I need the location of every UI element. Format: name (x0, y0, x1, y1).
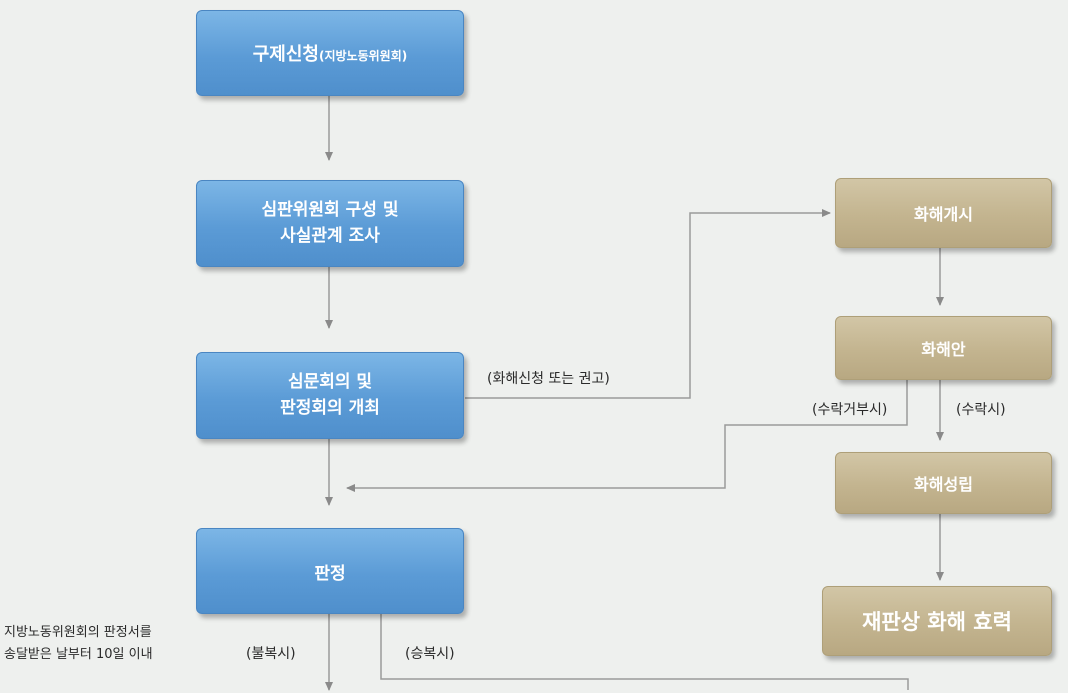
hearing-line1: 심문회의 및 (287, 372, 373, 392)
deadline-note-line2: 송달받은 날부터 10일 이내 (4, 647, 153, 663)
reject-label: (수락거부시) (812, 402, 888, 418)
settlement-start-text: 화해개시 (914, 205, 973, 224)
settlement-done-box: 화해성립 (835, 452, 1052, 514)
disagree-label: (불복시) (246, 646, 296, 662)
deadline-note-line1: 지방노동위원회의 판정서를 (4, 625, 152, 640)
committee-line2: 사실관계 조사 (280, 225, 380, 246)
settlement-done-text: 화해성립 (914, 475, 973, 494)
decision-text: 판정 (314, 563, 346, 584)
relief-application-main: 구제신청 (252, 44, 319, 65)
relief-application-box: 구제신청(지방노동위원회) (196, 10, 464, 96)
settlement-draft-box: 화해안 (835, 316, 1052, 380)
arrow-win-line (380, 612, 909, 690)
settlement-request-label: (화해신청 또는 권고) (487, 371, 610, 387)
decision-box: 판정 (196, 528, 464, 614)
deadline-note: 지방노동위원회의 판정서를 송달받은 날부터 10일 이내 (4, 622, 153, 666)
accept-label: (수락시) (956, 402, 1006, 418)
win-label: (승복시) (405, 646, 455, 662)
settlement-effect-text: 재판상 화해 효력 (862, 610, 1012, 634)
settlement-effect-box: 재판상 화해 효력 (822, 586, 1052, 656)
settlement-start-box: 화해개시 (835, 178, 1052, 248)
hearing-line2: 판정회의 개최 (280, 397, 380, 418)
arrow-hearing-to-settle-start (465, 209, 831, 399)
hearing-box: 심문회의 및 판정회의 개최 (196, 352, 464, 439)
relief-application-sub: (지방노동위원회) (319, 49, 408, 63)
committee-box: 심판위원회 구성 및 사실관계 조사 (196, 180, 464, 267)
committee-line1: 심판위원회 구성 및 (261, 200, 399, 220)
arrow-reject-back (346, 378, 908, 492)
settlement-draft-text: 화해안 (921, 340, 966, 359)
